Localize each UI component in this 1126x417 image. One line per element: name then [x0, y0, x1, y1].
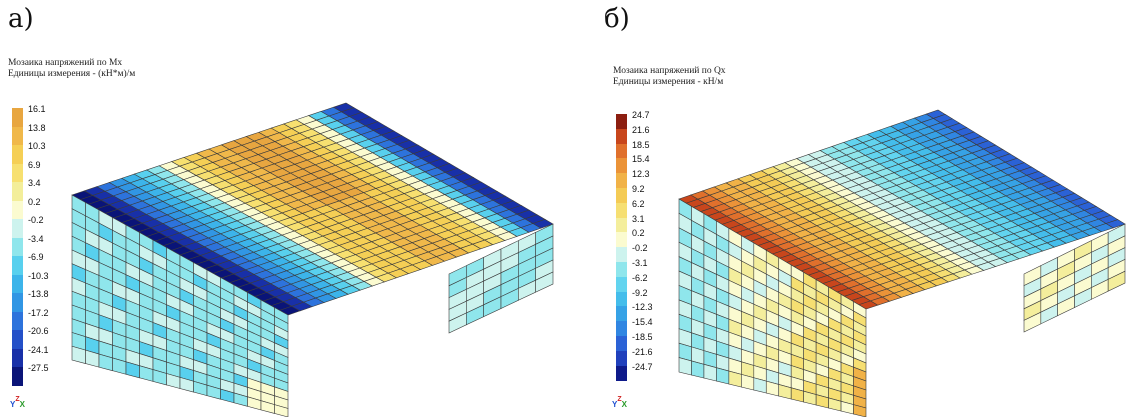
legend-swatch: [616, 276, 627, 293]
panel-b-frame-model: [678, 109, 1126, 417]
legend-swatch: [12, 256, 23, 275]
legend-tick-label: -15.4: [632, 317, 653, 328]
legend-swatch: [616, 128, 627, 145]
legend-tick-label: 6.2: [632, 198, 645, 209]
legend-swatch: [12, 200, 23, 220]
legend-tick-label: 6.9: [28, 159, 41, 170]
panel-b-front-wall-cell: [853, 404, 867, 417]
legend-swatch: [616, 291, 627, 307]
legend-tick-label: -0.2: [28, 215, 44, 225]
legend-swatch: [616, 217, 627, 233]
axis-z-label: Z: [15, 396, 20, 403]
legend-tick-label: 12.3: [632, 169, 650, 180]
panel-b-letter: б): [604, 4, 630, 34]
axis-y-label: Y: [612, 400, 618, 409]
legend-swatch: [616, 202, 627, 219]
legend-tick-label: 21.6: [632, 124, 650, 135]
legend-swatch: [616, 336, 627, 352]
legend-swatch: [616, 143, 627, 159]
panel-b-back-wall-cell: [1107, 270, 1126, 292]
panel-b-front-wall-cell: [691, 360, 705, 379]
axis-x-label: X: [621, 400, 627, 409]
legend-swatch: [12, 293, 23, 312]
panel-a-title-line1: Мозаика напряжений по Mx: [8, 58, 123, 68]
panel-b-title-line1: Мозаика напряжений по Qx: [613, 66, 726, 76]
axis-x-label: X: [19, 400, 25, 409]
legend-tick-label: 0.2: [632, 228, 645, 239]
legend-tick-label: -17.2: [28, 307, 49, 318]
legend-tick-label: -10.3: [28, 270, 49, 281]
legend-swatch: [12, 126, 23, 146]
legend-swatch: [616, 365, 627, 381]
legend-tick-label: -18.5: [632, 332, 653, 342]
legend-tick-label: -24.1: [28, 344, 49, 355]
legend-swatch: [12, 182, 23, 201]
legend-swatch: [12, 367, 23, 386]
legend-tick-label: 15.4: [632, 154, 650, 165]
panel-b-front-wall-cell: [678, 357, 692, 376]
legend-tick-label: -3.1: [632, 258, 648, 268]
legend-tick-label: -0.2: [632, 243, 648, 254]
legend-swatch: [12, 348, 23, 368]
legend-tick-label: -20.6: [28, 326, 49, 336]
legend-swatch: [12, 163, 23, 183]
panel-a-frame-model: [71, 102, 554, 417]
panel-a-letter: а): [8, 4, 34, 34]
legend-swatch: [12, 330, 23, 349]
legend-swatch: [616, 321, 627, 337]
legend-tick-label: -13.8: [28, 289, 49, 299]
legend-tick-label: 0.2: [28, 196, 41, 207]
legend-tick-label: -27.5: [28, 363, 49, 373]
axis-y-label: Y: [10, 400, 16, 409]
legend-swatch: [12, 219, 23, 238]
legend-tick-label: -3.4: [28, 233, 44, 244]
legend-tick-label: 16.1: [28, 104, 46, 114]
panel-b-axes-triad: YZX: [612, 396, 627, 409]
legend-swatch: [616, 188, 627, 204]
legend-swatch: [616, 158, 627, 174]
panel-b-title-line2: Единицы измерения - кН/м: [613, 77, 724, 87]
legend-tick-label: -24.7: [632, 361, 653, 372]
legend-tick-label: 24.7: [632, 110, 650, 120]
panel-a-title-line2: Единицы измерения - (кН*м)/м: [8, 69, 136, 79]
legend-swatch: [12, 311, 23, 331]
legend-tick-label: 3.4: [28, 178, 41, 188]
legend-tick-label: -9.2: [632, 287, 648, 298]
legend-swatch: [616, 114, 627, 130]
panel-a-roof-cell: [532, 219, 554, 229]
legend-tick-label: 3.1: [632, 213, 645, 224]
legend-tick-label: 9.2: [632, 184, 645, 194]
legend-swatch: [616, 262, 627, 278]
legend-tick-label: -21.6: [632, 346, 653, 357]
legend-swatch: [616, 247, 627, 263]
legend-swatch: [616, 173, 627, 189]
legend-swatch: [12, 274, 23, 294]
legend-tick-label: -6.2: [632, 272, 648, 283]
legend-tick-label: 18.5: [632, 139, 650, 150]
legend-tick-label: -6.9: [28, 252, 44, 262]
legend-swatch: [12, 108, 23, 127]
legend-swatch: [12, 237, 23, 257]
legend-swatch: [616, 350, 627, 367]
legend-swatch: [12, 145, 23, 164]
panel-b-roof-cell: [1105, 219, 1126, 229]
legend-tick-label: -12.3: [632, 302, 653, 313]
panel-a-back-wall-cell: [535, 271, 554, 293]
panel-a-axes-triad: YZX: [10, 396, 25, 409]
axis-z-label: Z: [617, 396, 622, 403]
legend-swatch: [616, 306, 627, 322]
legend-swatch: [616, 232, 627, 248]
panel-a-front-wall-cell: [274, 404, 289, 417]
legend-tick-label: 13.8: [28, 122, 46, 133]
legend-tick-label: 10.3: [28, 141, 46, 151]
